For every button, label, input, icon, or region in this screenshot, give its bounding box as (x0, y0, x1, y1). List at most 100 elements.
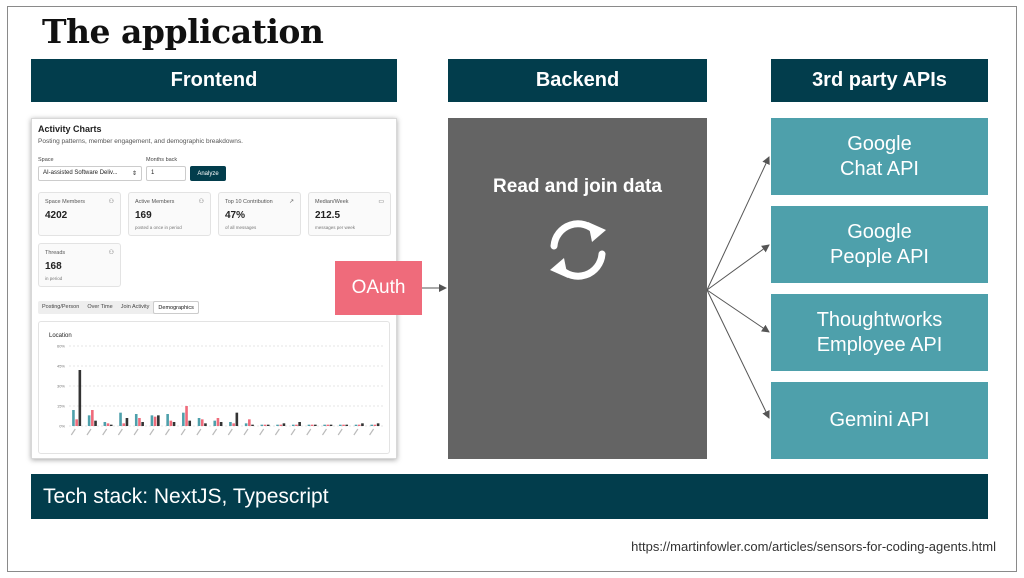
backend-label: Read and join data (493, 176, 662, 197)
chart-bar (182, 412, 185, 426)
y-tick-label: 45% (57, 364, 65, 369)
api-label-line1: Gemini API (829, 409, 930, 431)
tab-over-time[interactable]: Over Time (87, 304, 113, 310)
months-input[interactable]: 1 (146, 166, 186, 181)
x-tick-mark (369, 428, 375, 436)
stat-card-title: Top 10 Contribution (225, 199, 273, 205)
oauth-box: OAuth (335, 261, 422, 315)
stat-card-median-week: Median/Week ▭ 212.5 messages per week (308, 192, 391, 236)
chart-bar (185, 406, 188, 426)
chart-bar (329, 424, 333, 426)
x-tick-mark (86, 428, 92, 436)
tech-stack-bar: Tech stack: NextJS, Typescript (31, 474, 988, 519)
activity-charts-title: Activity Charts (38, 124, 102, 134)
tab-join-activity[interactable]: Join Activity (120, 304, 150, 310)
message-icon: ▭ (378, 199, 384, 205)
chart-bar (94, 420, 97, 426)
x-tick-mark (180, 428, 186, 436)
chart-bar (78, 370, 82, 426)
chart-bar (229, 422, 232, 426)
location-bar-chart: Location 60%45%30%15%0% (49, 333, 383, 436)
space-label: Space (38, 157, 54, 163)
chart-bar (263, 424, 267, 426)
stat-card-title: Space Members (45, 199, 86, 205)
chart-bar (276, 424, 279, 426)
chart-bar (279, 424, 283, 426)
stat-card-note: in period (45, 276, 63, 281)
api-label-line1: Google (847, 220, 912, 243)
api-google-chat: Google Chat API (771, 118, 988, 195)
stat-card-value: 169 (135, 210, 152, 221)
chart-bar (342, 424, 345, 426)
chart-bar (357, 424, 361, 426)
chart-bar (251, 424, 254, 426)
api-label-line2: Employee API (816, 333, 943, 356)
x-tick-mark (353, 428, 359, 436)
api-thoughtworks-employee: Thoughtworks Employee API (771, 294, 988, 371)
api-label-line2: Chat API (840, 157, 919, 180)
stat-card-note: posted a once in period (135, 225, 182, 230)
x-tick-mark (337, 428, 343, 436)
chart-bar (310, 424, 314, 426)
x-tick-mark (102, 428, 108, 436)
space-select[interactable]: AI-assisted Software Deliv... ⇕ (38, 166, 142, 181)
users-icon: ⚇ (198, 199, 204, 205)
chart-bar (219, 422, 223, 426)
chevron-updown-icon: ⇕ (131, 171, 137, 177)
x-tick-mark (133, 428, 139, 436)
chart-bar (72, 410, 75, 426)
tab-posting-person[interactable]: Posting/Person (42, 304, 80, 310)
x-tick-mark (259, 428, 265, 436)
slide-title: The application (42, 12, 324, 51)
chart-bar (91, 410, 94, 426)
analyze-button[interactable]: Analyze (190, 166, 226, 181)
stat-card-threads: Threads ⚇ 168 in period (38, 243, 121, 287)
chart-bar (166, 414, 169, 426)
chart-bar (188, 420, 192, 426)
x-tick-mark (306, 428, 312, 436)
tab-demographics[interactable]: Demographics (153, 301, 199, 314)
refresh-icon (550, 220, 606, 280)
chart-bar (134, 414, 138, 426)
x-tick-mark (212, 428, 218, 436)
activity-charts-subtitle: Posting patterns, member engagement, and… (38, 138, 243, 145)
users-icon: ⚇ (108, 199, 114, 205)
api-label-line1: Thoughtworks (816, 308, 943, 331)
chart-bar (141, 422, 144, 426)
chart-bar (103, 422, 107, 426)
stat-card-value: 212.5 (315, 210, 341, 221)
y-tick-label: 60% (57, 344, 65, 349)
stat-card-title: Threads (45, 250, 66, 256)
space-select-value: AI-assisted Software Deliv... (43, 170, 118, 176)
chart-bar (106, 423, 110, 426)
users-icon: ⚇ (108, 250, 114, 256)
x-tick-mark (243, 428, 249, 436)
chart-title: Location (49, 333, 72, 339)
chart-bar (87, 415, 91, 426)
chart-bar (197, 418, 201, 426)
chart-bar (235, 412, 239, 426)
x-tick-mark (117, 428, 123, 436)
chart-bar (216, 418, 220, 426)
chart-bar (172, 422, 176, 426)
y-tick-label: 0% (59, 424, 65, 429)
stat-card-note: messages per week (315, 225, 356, 230)
chart-bar (75, 419, 78, 426)
y-tick-label: 30% (57, 384, 65, 389)
chart-bar (373, 424, 377, 426)
stat-card-value: 168 (45, 261, 62, 272)
chart-bar (354, 424, 358, 426)
chart-bar (157, 415, 160, 426)
api-label-line1: Google (847, 132, 912, 155)
third-party-header: 3rd party APIs (771, 59, 988, 102)
chart-bar (345, 424, 349, 426)
source-url: https://martinfowler.com/articles/sensor… (631, 539, 996, 554)
x-tick-mark (164, 428, 170, 436)
chart-bar (307, 424, 311, 426)
api-google-people: Google People API (771, 206, 988, 283)
chart-bar (295, 424, 298, 426)
chart-bar (326, 424, 330, 426)
frontend-header: Frontend (31, 59, 397, 102)
chart-bar (370, 424, 374, 426)
x-tick-mark (149, 428, 155, 436)
